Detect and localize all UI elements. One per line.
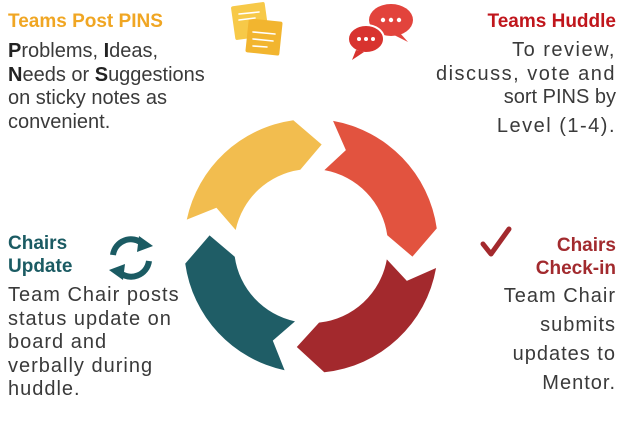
chairs-update-title: Chairs Update — [8, 232, 228, 278]
pins-letter-i: I — [103, 40, 110, 62]
update-description: Team Chair posts status update on board … — [8, 284, 228, 402]
huddle-line-3: sort PINS by — [503, 86, 616, 108]
pins-letter-p: P — [8, 40, 22, 62]
chat-bubbles-icon — [347, 4, 413, 60]
pins-word-suggestions: uggestions — [108, 63, 205, 86]
huddle-line-2: discuss, vote and — [435, 62, 616, 85]
checkin-line-1: Team Chair — [503, 285, 616, 307]
refresh-icon — [109, 236, 153, 280]
pins-word-needs: eeds or — [22, 63, 95, 86]
pins-letter-n: N — [8, 63, 23, 86]
chairs-checkin-title: Chairs Check-in — [436, 234, 616, 280]
checkin-line-3: updates to — [512, 343, 616, 365]
bottom-left-section: Chairs Update Team Chair posts status up… — [8, 232, 228, 402]
arc-red — [324, 120, 437, 257]
pins-line-1: Problems, Ideas, — [8, 40, 258, 64]
huddle-line-1: To review, — [512, 39, 616, 61]
update-line-3: board and — [8, 331, 108, 353]
pins-line-4: convenient. — [8, 110, 111, 133]
pins-word-problems: roblems, — [21, 40, 104, 62]
teams-huddle-title: Teams Huddle — [487, 11, 616, 32]
arc-dark-red — [296, 259, 437, 373]
pins-line-3: on sticky notes as — [8, 87, 167, 109]
checkin-line-4: Mentor. — [542, 372, 616, 394]
sticky-notes-icon — [231, 2, 283, 56]
bottom-right-section: Chairs Check-in Team Chair submits updat… — [436, 234, 616, 398]
update-line-5: huddle. — [8, 378, 81, 400]
checkin-line-2: submits — [540, 314, 616, 336]
update-line-1: Team Chair posts — [8, 284, 180, 306]
huddle-description: To review, discuss, vote and sort PINS b… — [376, 39, 616, 138]
top-left-section: Teams Post PINS Problems, Ideas, Needs o… — [8, 11, 258, 134]
chairs-update-title-line1: Chairs — [8, 233, 68, 254]
arc-teal — [185, 235, 295, 371]
chairs-checkin-title-line1: Chairs — [556, 235, 616, 256]
pins-line-2: Needs or Suggestions — [8, 64, 258, 88]
checkin-description: Team Chair submits updates to Mentor. — [436, 282, 616, 398]
update-line-4: verbally during — [8, 354, 154, 377]
update-line-2: status update on — [8, 307, 172, 330]
teams-post-pins-title: Teams Post PINS — [8, 11, 163, 32]
chairs-checkin-title-line2: Check-in — [535, 258, 616, 279]
top-right-section: Teams Huddle To review, discuss, vote an… — [376, 11, 616, 138]
pins-description: Problems, Ideas, Needs or Suggestions on… — [8, 40, 258, 134]
chairs-update-title-line2: Update — [8, 256, 73, 277]
pins-letter-s: S — [94, 63, 109, 86]
checkmark-icon — [480, 226, 512, 257]
pins-word-ideas: deas, — [109, 40, 159, 62]
huddle-line-4: Level (1-4). — [496, 114, 616, 137]
arc-yellow — [186, 120, 322, 230]
